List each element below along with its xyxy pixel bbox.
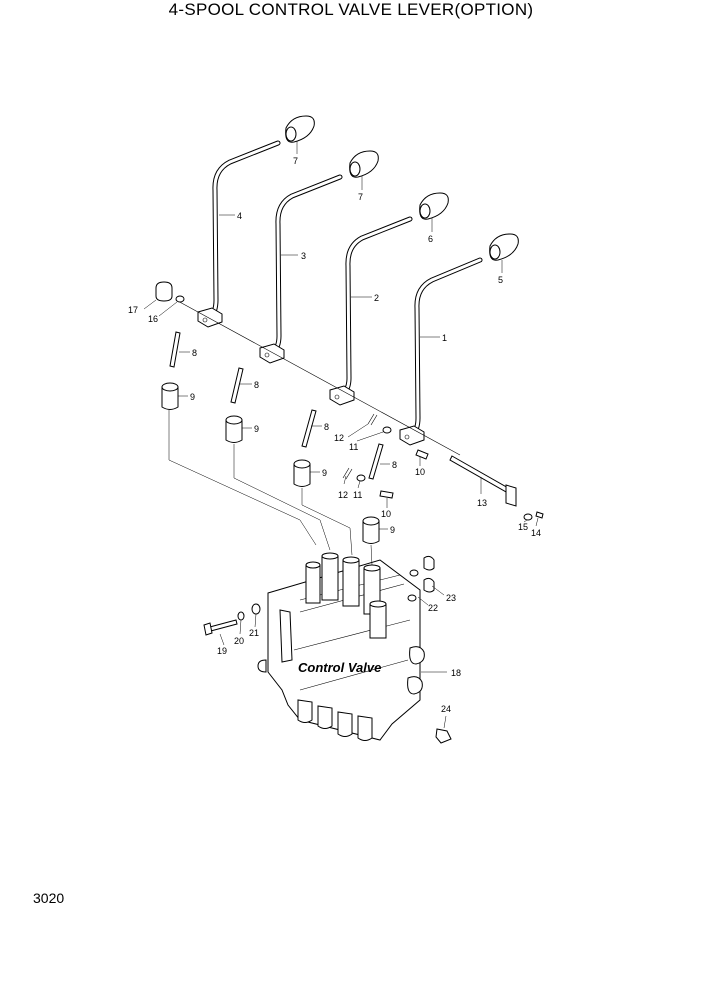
lever-shaft-axis: [175, 299, 461, 456]
callout-6: 6: [428, 234, 433, 244]
knob-5: [489, 233, 519, 261]
callout-1: 1: [442, 333, 447, 343]
callout-12a: 12: [334, 433, 344, 443]
callout-4: 4: [237, 211, 242, 221]
callout-9b: 9: [254, 424, 259, 434]
callout-10a: 10: [415, 467, 425, 477]
callout-24: 24: [441, 704, 451, 714]
control-valve-body: [257, 552, 425, 741]
callout-2: 2: [374, 293, 379, 303]
callout-17: 17: [128, 305, 138, 315]
plug-23a: [423, 555, 435, 571]
rod-8a: [169, 331, 181, 368]
washer-20: [237, 611, 245, 621]
fitting-24: [435, 728, 452, 744]
callout-18: 18: [451, 668, 461, 678]
washer-11a: [382, 426, 392, 434]
callout-3: 3: [301, 251, 306, 261]
callout-7b: 7: [358, 192, 363, 202]
lever-2: [329, 216, 413, 406]
o-ring-22b: [407, 594, 417, 602]
callout-8d: 8: [392, 460, 397, 470]
callout-8b: 8: [254, 380, 259, 390]
lever-3: [259, 174, 343, 364]
diagram-title: 4-SPOOL CONTROL VALVE LEVER(OPTION): [168, 0, 534, 19]
knob-6: [419, 192, 449, 220]
rod-8b: [230, 367, 244, 404]
washer-21: [251, 603, 261, 615]
pin-10b: [379, 490, 394, 499]
callout-labels: 1 2 3 4 5 6 7 7 8 8 8 8 9 9 9 9 10 10 11…: [128, 156, 541, 714]
shaft-13: [449, 455, 517, 507]
callout-15: 15: [518, 522, 528, 532]
bolt-14: [535, 511, 544, 519]
callout-8a: 8: [192, 348, 197, 358]
callout-19: 19: [217, 646, 227, 656]
callout-21: 21: [249, 628, 259, 638]
rod-8d: [368, 443, 384, 480]
callout-14: 14: [531, 528, 541, 538]
callout-7a: 7: [293, 156, 298, 166]
callout-11b: 11: [353, 490, 362, 500]
callout-10b: 10: [381, 509, 391, 519]
knob-7a: [285, 115, 315, 143]
bolt-19: [203, 619, 238, 636]
split-pin-12b: [342, 467, 353, 480]
washer-11b: [356, 474, 366, 482]
boot-9a: [161, 382, 179, 410]
callout-8c: 8: [324, 422, 329, 432]
rod-8c: [301, 409, 317, 448]
plug-17: [155, 281, 173, 302]
o-ring-22a: [409, 569, 419, 577]
callout-9c: 9: [322, 468, 327, 478]
callout-9a: 9: [190, 392, 195, 402]
washer-16: [175, 295, 185, 303]
plug-23b: [423, 577, 435, 593]
lever-1: [399, 257, 483, 446]
callout-13: 13: [477, 498, 487, 508]
callout-16: 16: [148, 314, 158, 324]
lever-4: [197, 140, 281, 328]
callout-20: 20: [234, 636, 244, 646]
callout-11a: 11: [349, 442, 358, 452]
callout-22: 22: [428, 603, 438, 613]
callout-5: 5: [498, 275, 503, 285]
washer-15: [523, 513, 533, 521]
callout-23: 23: [446, 593, 456, 603]
boot-9b: [225, 415, 243, 443]
page-number: 3020: [33, 890, 65, 906]
callout-9d: 9: [390, 525, 395, 535]
callout-12b: 12: [338, 490, 348, 500]
boot-9d: [362, 516, 380, 544]
pin-10a: [415, 449, 429, 460]
control-valve-label: Control Valve: [298, 660, 381, 675]
boot-9c: [293, 459, 311, 487]
knob-7b: [349, 150, 379, 178]
split-pin-12a: [367, 413, 378, 426]
